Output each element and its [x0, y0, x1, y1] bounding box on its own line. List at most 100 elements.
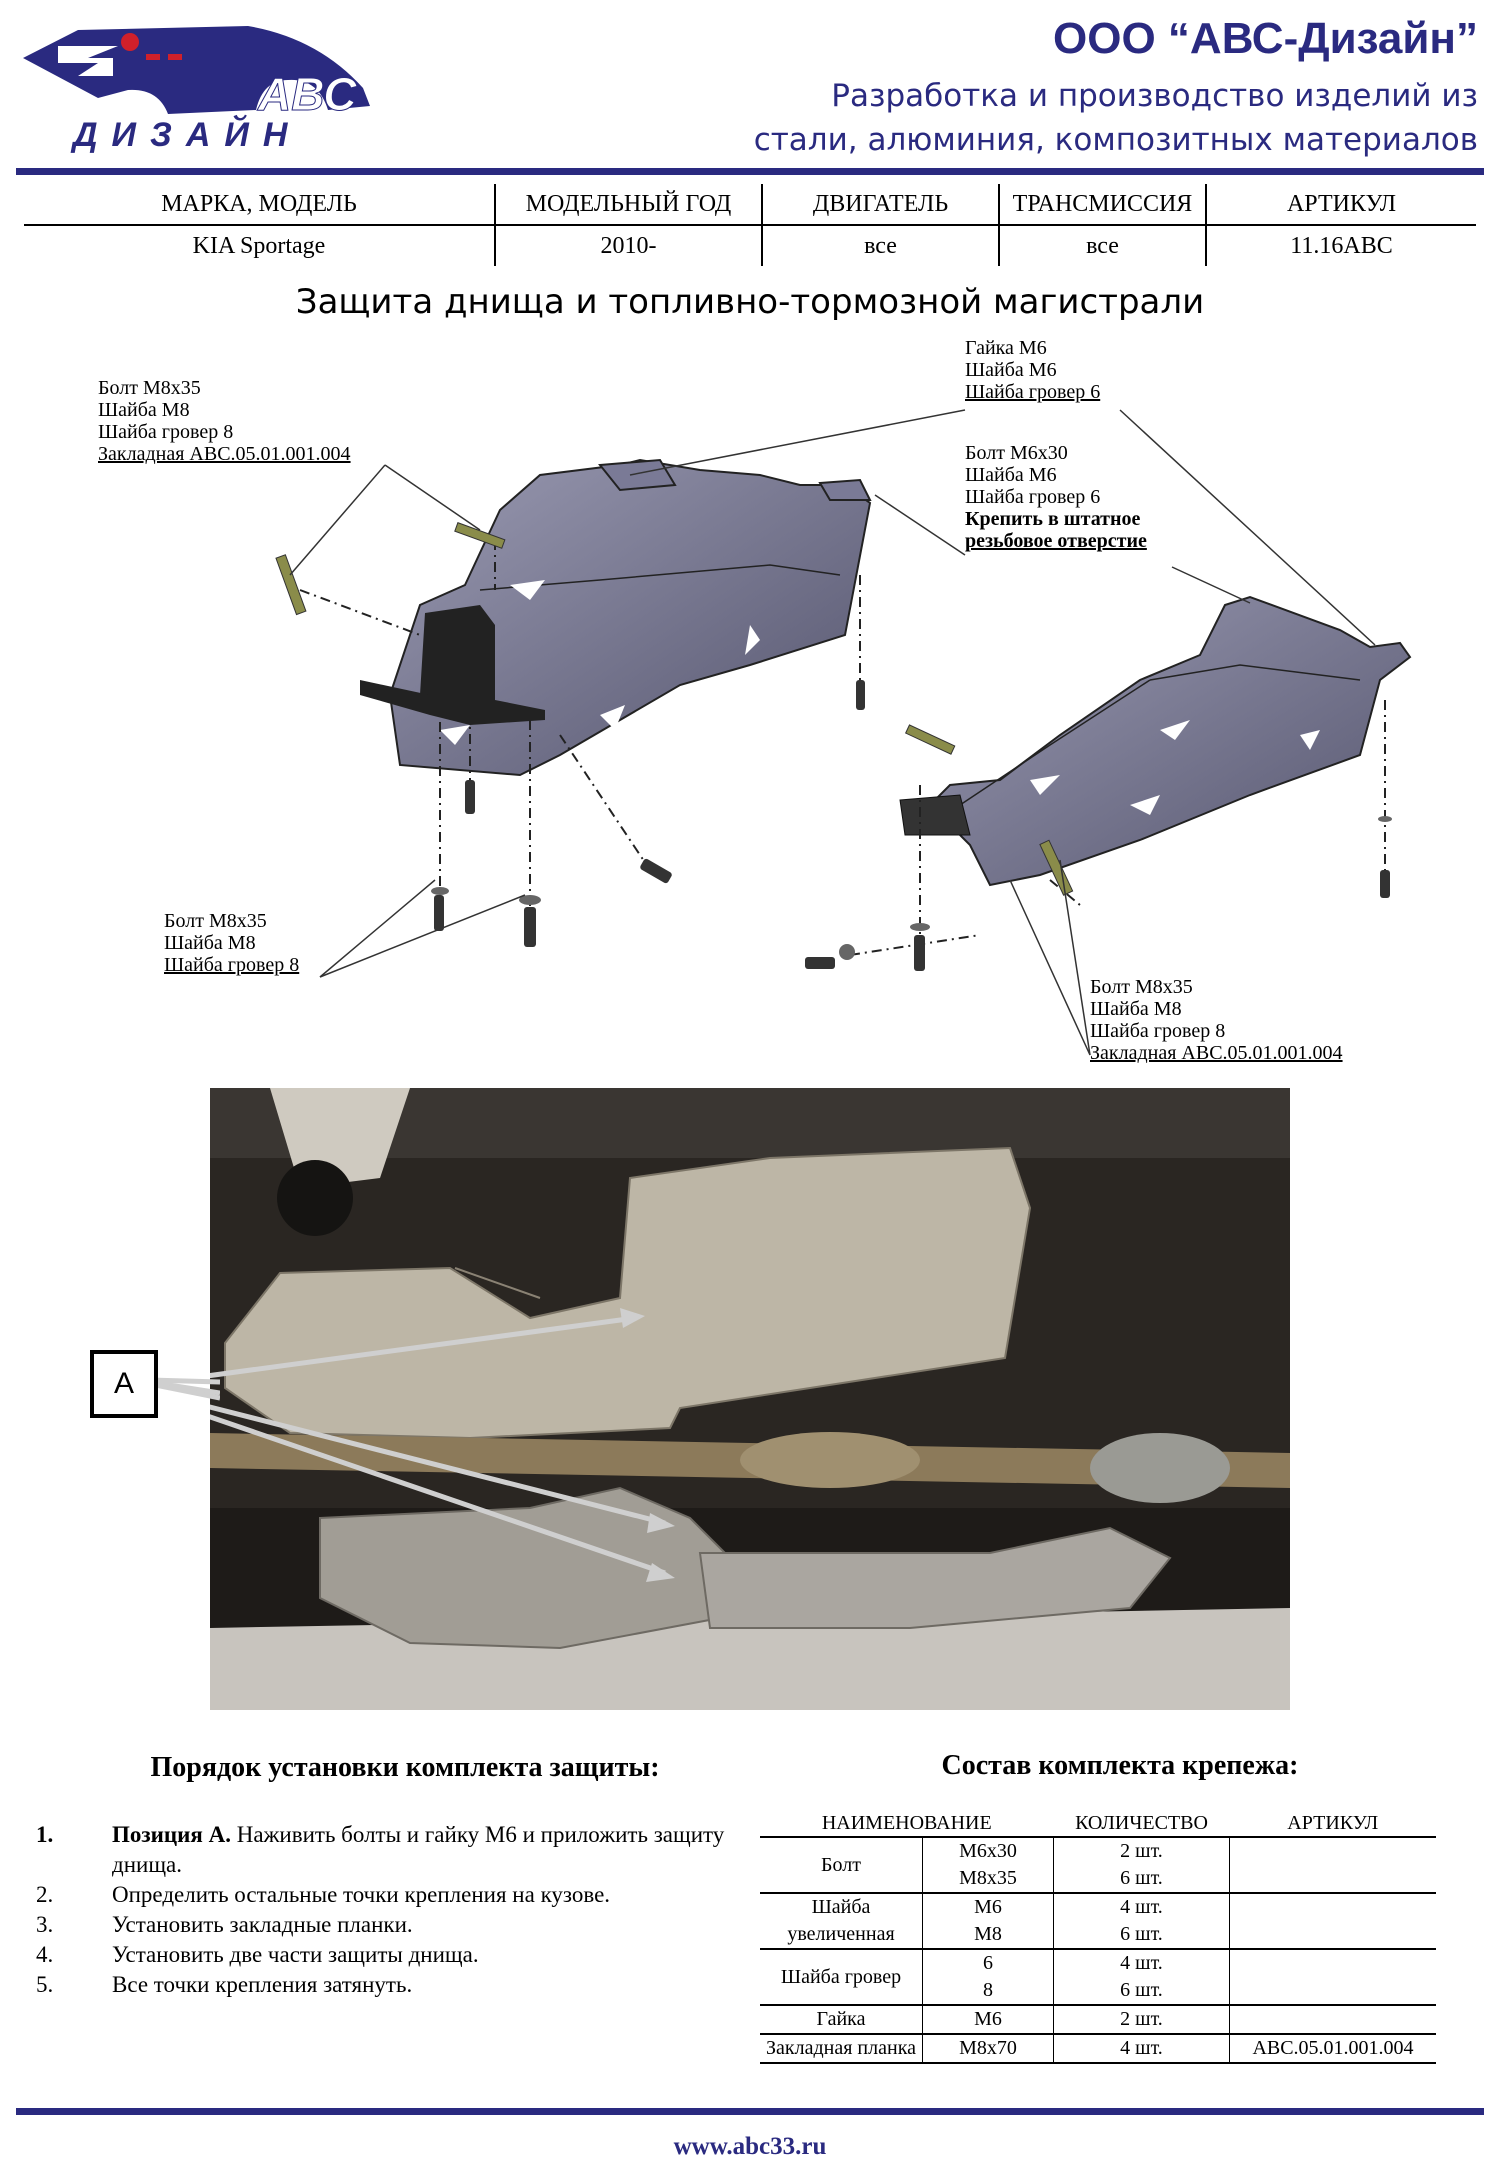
step-text: Установить две части защиты днища. [112, 1942, 479, 1967]
instructions-title: Порядок установки комплекта защиты: [150, 1752, 660, 1783]
vehicle-table-row: KIA Sportage 2010- все все 11.16АВС [24, 225, 1476, 266]
engine-value: все [761, 225, 999, 266]
callout-line: Гайка М6 [965, 337, 1047, 359]
transmission-value: все [998, 225, 1206, 266]
callout-line: Шайба М6 [965, 359, 1057, 381]
callout-line: Шайба гровер 6 [965, 486, 1101, 508]
item-quantity: 4 шт. [1053, 2034, 1230, 2064]
callout-line: Закладная АВС.05.01.001.004 [1090, 1042, 1343, 1064]
callout-top-center: Гайка М6 Шайба М6 Шайба гровер 6 [965, 337, 1100, 403]
bolts [431, 680, 1392, 971]
col-name: НАИМЕНОВАНИЕ [760, 1810, 1054, 1838]
col-article: АРТИКУЛ [1229, 1810, 1436, 1838]
step-text: Установить закладные планки. [112, 1912, 413, 1937]
table-row: Гайка М6 2 шт. [760, 2005, 1436, 2035]
callout-bottom-left: Болт М8х35 Шайба М8 Шайба гровер 8 [164, 910, 299, 976]
article-value: 11.16АВС [1205, 225, 1476, 266]
step-text: Определить остальные точки крепления на … [112, 1882, 611, 1907]
item-quantity: 2 шт. [1053, 2005, 1230, 2035]
model-year-value: 2010- [494, 225, 762, 266]
callout-line: Шайба гровер 6 [965, 381, 1101, 403]
item-name: Болт [760, 1837, 923, 1894]
company-tagline: Разработка и производство изделий из ста… [754, 74, 1478, 162]
step-body: Наживить болты и гайку М6 и приложить за… [112, 1822, 725, 1877]
step-number: 3. [36, 1912, 54, 1937]
instruction-step: 2. Определить остальные точки крепления … [36, 1880, 726, 1910]
position-a-label: А [90, 1350, 158, 1418]
callout-line: Болт М8х35 [98, 377, 201, 399]
callout-line: Закладная АВС.05.01.001.004 [98, 443, 351, 465]
make-model-value: KIA Sportage [192, 232, 326, 259]
instruction-step: 4. Установить две части защиты днища. [36, 1940, 726, 1970]
step-number: 5. [36, 1972, 54, 1997]
footer-divider [16, 2108, 1484, 2115]
assembly-drawing [275, 409, 1412, 1056]
step-number: 1. [36, 1822, 54, 1847]
step-number: 2. [36, 1882, 54, 1907]
left-bracket [360, 605, 545, 725]
col-make-model: МАРКА, МОДЕЛЬ [24, 184, 495, 226]
callout-line: Болт М6х30 [965, 442, 1068, 464]
instruction-step: 1. Позиция А. Наживить болты и гайку М6 … [36, 1820, 726, 1880]
item-quantity: 2 шт.6 шт. [1053, 1837, 1230, 1894]
header-divider [16, 168, 1484, 175]
left-protection-plate [388, 458, 872, 777]
item-name: Шайба гровер [760, 1949, 923, 2006]
col-transmission: ТРАНСМИССИЯ [998, 184, 1206, 226]
website-link[interactable]: www.abc33.ru [673, 2133, 827, 2160]
item-article [1229, 1837, 1436, 1894]
fastener-lines [299, 540, 1386, 956]
step-text: Все точки крепления затянуть. [112, 1972, 413, 1997]
callout-top-left: Болт М8х35 Шайба М8 Шайба гровер 8 Закла… [98, 377, 351, 465]
col-quantity: КОЛИЧЕСТВО [1053, 1810, 1230, 1838]
instructions-list: 1. Позиция А. Наживить болты и гайку М6 … [36, 1820, 726, 2000]
callout-line: Шайба гровер 8 [1090, 1020, 1226, 1042]
col-engine: ДВИГАТЕЛЬ [761, 184, 999, 226]
vehicle-table-header: МАРКА, МОДЕЛЬ МОДЕЛЬНЫЙ ГОД ДВИГАТЕЛЬ ТР… [24, 184, 1476, 226]
installation-photo [210, 1088, 1290, 1710]
callout-line: Шайба М8 [98, 399, 190, 421]
item-article: АВС.05.01.001.004 [1229, 2034, 1436, 2064]
vehicle-table: МАРКА, МОДЕЛЬ МОДЕЛЬНЫЙ ГОД ДВИГАТЕЛЬ ТР… [24, 184, 1476, 266]
instruction-step: 3. Установить закладные планки. [36, 1910, 726, 1940]
item-article [1229, 1893, 1436, 1950]
fastener-table-header: НАИМЕНОВАНИЕ КОЛИЧЕСТВО АРТИКУЛ [760, 1810, 1436, 1838]
logo-text: АВС [257, 68, 357, 120]
callout-bottom-right: Болт М8х35 Шайба М8 Шайба гровер 8 Закла… [1090, 976, 1343, 1064]
callout-center-right: Болт М6х30 Шайба М6 Шайба гровер 6 Крепи… [965, 442, 1147, 552]
company-logo: АВС ДИЗАЙН [23, 26, 370, 153]
item-sizes: М6 [922, 2005, 1054, 2035]
tagline-line-1: Разработка и производство изделий из [831, 78, 1478, 114]
step-number: 4. [36, 1942, 54, 1967]
right-protection-plate [899, 595, 1412, 887]
callout-line: Шайба М6 [965, 464, 1057, 486]
callout-line: Шайба М8 [1090, 998, 1182, 1020]
callout-line: Шайба гровер 8 [164, 954, 300, 976]
item-name: Шайба увеличенная [760, 1893, 923, 1950]
fastener-table: НАИМЕНОВАНИЕ КОЛИЧЕСТВО АРТИКУЛ Болт М6х… [760, 1810, 1436, 2064]
item-quantity: 4 шт.6 шт. [1053, 1893, 1230, 1950]
company-name: ООО “АВС-Дизайн” [1053, 14, 1478, 63]
item-name: Закладная планка [760, 2034, 923, 2064]
callout-line: резьбовое отверстие [965, 530, 1147, 552]
item-sizes: М8х70 [922, 2034, 1054, 2064]
callout-line: Шайба гровер 8 [98, 421, 234, 443]
kit-title: Состав комплекта крепежа: [941, 1750, 1299, 1781]
instruction-step: 5. Все точки крепления затянуть. [36, 1970, 726, 2000]
step-text: Позиция А. Наживить болты и гайку М6 и п… [112, 1820, 726, 1880]
item-article [1229, 1949, 1436, 2006]
col-model-year: МОДЕЛЬНЫЙ ГОД [494, 184, 762, 226]
page-title: Защита днища и топливно-тормозной магист… [295, 282, 1205, 322]
col-article: АРТИКУЛ [1205, 184, 1476, 226]
tagline-line-2: стали, алюминия, композитных материалов [753, 122, 1478, 158]
photo-arrow-origins [150, 1377, 220, 1401]
callout-line: Крепить в штатное [965, 508, 1141, 530]
embedded-strips [275, 522, 1074, 896]
item-article [1229, 2005, 1436, 2035]
